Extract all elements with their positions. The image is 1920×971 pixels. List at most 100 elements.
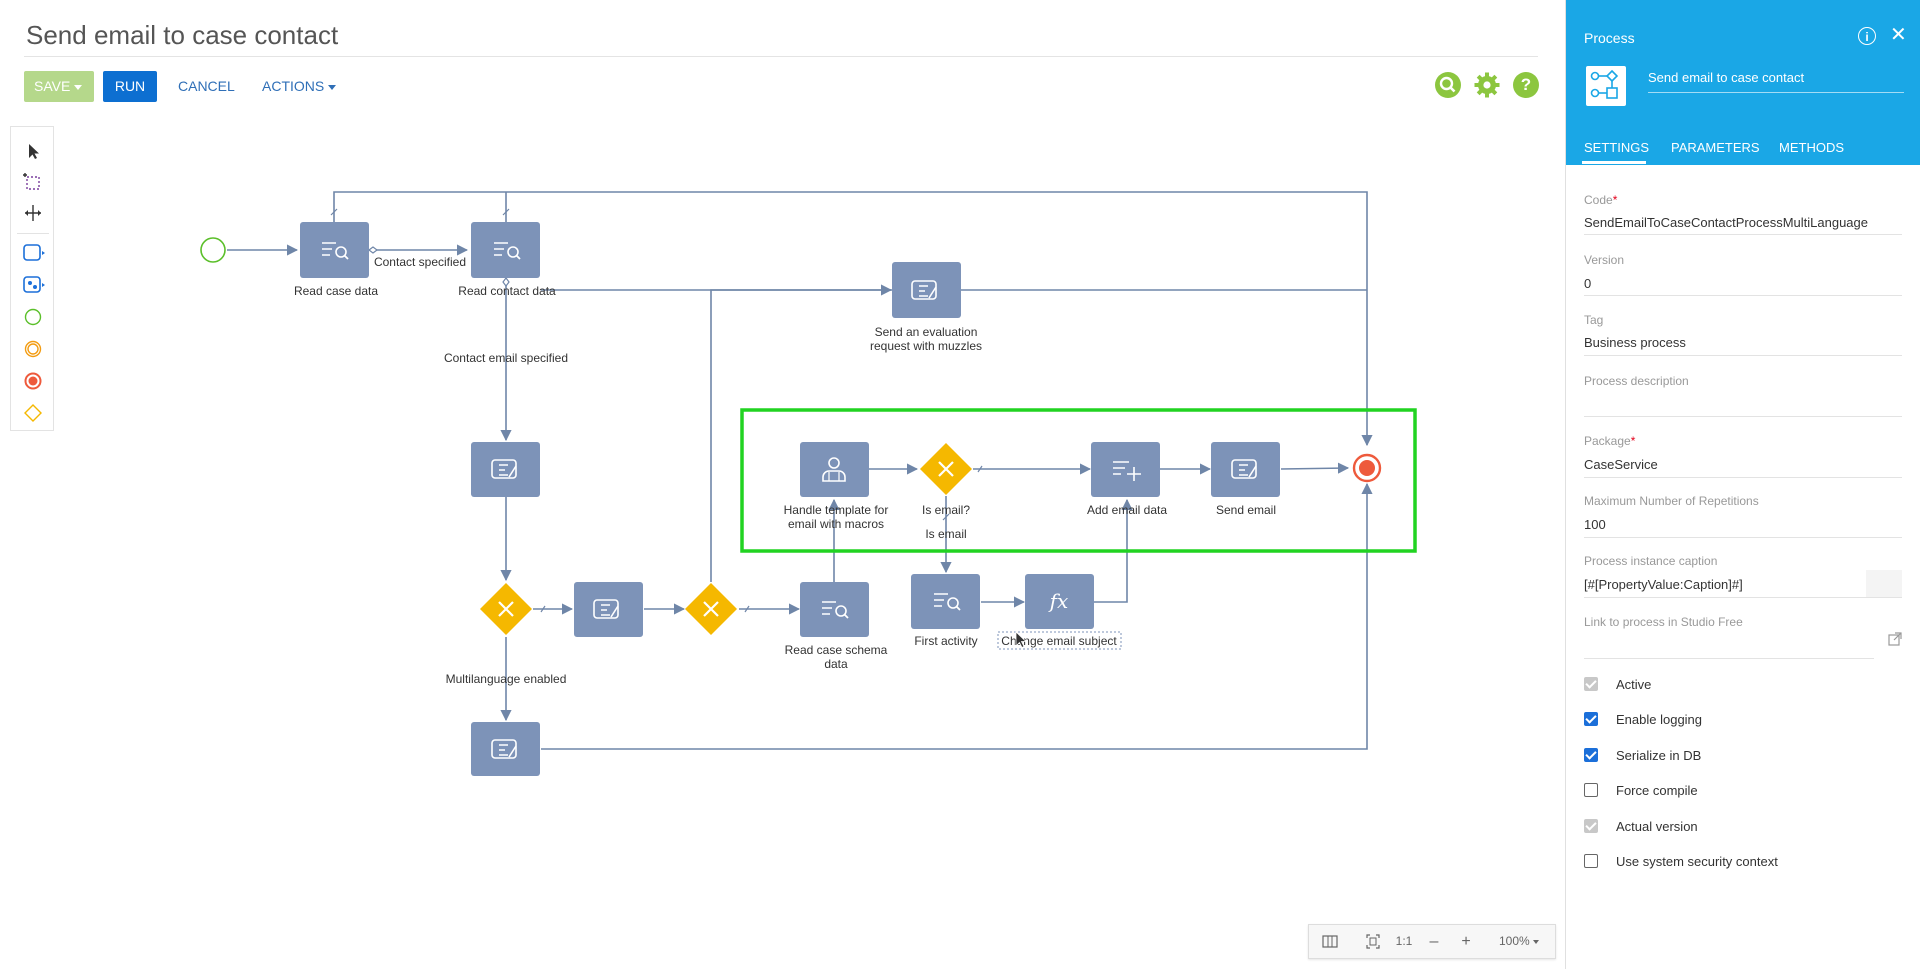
force-compile-label: Force compile	[1616, 783, 1698, 798]
system-security-context-checkbox[interactable]	[1584, 854, 1598, 868]
zoom-level-value: 100%	[1498, 934, 1530, 948]
active-checkbox[interactable]	[1584, 677, 1598, 691]
palette-divider	[17, 233, 49, 234]
process-description-field[interactable]	[1584, 416, 1902, 417]
studio-link-label: Link to process in Studio Free	[1584, 615, 1743, 629]
mouse-cursor-icon	[1015, 631, 1028, 649]
task-tool-icon[interactable]	[21, 241, 45, 265]
panel-title: Process	[1584, 30, 1635, 46]
first-activity-label: First activity	[914, 634, 977, 648]
info-icon[interactable]: i	[1858, 27, 1876, 45]
process-description-label: Process description	[1584, 374, 1689, 388]
version-field[interactable]: 0	[1584, 276, 1592, 291]
flow-gateway-to-evaluation[interactable]	[710, 284, 893, 582]
run-button[interactable]: RUN	[103, 71, 157, 102]
close-icon[interactable]: ✕	[1890, 24, 1907, 46]
chevron-down-icon	[1533, 939, 1540, 944]
tab-methods[interactable]: METHODS	[1779, 140, 1844, 155]
package-field-underline	[1584, 477, 1902, 478]
lasso-tool-icon[interactable]	[21, 171, 45, 195]
search-icon[interactable]	[1435, 72, 1461, 98]
exclusive-gateway-2[interactable]	[685, 583, 737, 635]
flow-bottom-to-end[interactable]	[541, 482, 1373, 750]
is-email-gateway[interactable]	[920, 443, 972, 495]
gear-icon[interactable]	[1474, 72, 1500, 98]
end-event-tool-icon[interactable]	[21, 369, 45, 393]
code-field[interactable]: SendEmailToCaseContactProcessMultiLangua…	[1584, 215, 1868, 230]
system-security-context-label: Use system security context	[1616, 854, 1778, 869]
intermediate-event-tool-icon[interactable]	[21, 337, 45, 361]
default-flow-marks	[368, 246, 510, 287]
process-name[interactable]: Send email to case contact	[1648, 70, 1805, 85]
zoom-in-button[interactable]: +	[1461, 933, 1471, 950]
serialize-in-db-checkbox[interactable]	[1584, 748, 1598, 762]
read-contact-data-task[interactable]	[471, 222, 540, 278]
user-task-tool-icon[interactable]	[21, 273, 45, 297]
tab-settings[interactable]: SETTINGS	[1584, 140, 1650, 155]
actual-version-checkbox[interactable]	[1584, 819, 1598, 833]
end-event[interactable]	[1352, 453, 1382, 483]
actions-button[interactable]: ACTIONS	[252, 71, 346, 102]
instance-caption-field[interactable]: [#[PropertyValue:Caption]#]	[1584, 577, 1743, 592]
multilanguage-gateway[interactable]	[480, 583, 532, 635]
flow-read-case-to-end[interactable]	[333, 191, 1373, 447]
instance-caption-underline	[1584, 597, 1902, 598]
read-case-schema-label-line1: Read case schema	[785, 643, 888, 657]
title-divider	[24, 56, 1538, 57]
first-activity-task[interactable]	[911, 574, 980, 629]
actual-version-label: Actual version	[1616, 819, 1698, 834]
process-name-underline	[1648, 92, 1904, 93]
open-link-icon[interactable]	[1888, 632, 1902, 646]
change-email-subject-label: Change email subject	[1001, 634, 1117, 648]
sequence-flows	[227, 191, 1373, 750]
read-case-schema-task[interactable]	[800, 582, 869, 637]
flow-send-to-end[interactable]	[1280, 462, 1350, 474]
change-email-subject-task[interactable]: fx	[1025, 574, 1094, 629]
minimap-toggle-icon[interactable]	[1315, 925, 1345, 958]
start-event-tool-icon[interactable]	[21, 305, 45, 329]
is-email-label: Is email?	[922, 503, 970, 517]
zoom-out-button[interactable]: –	[1429, 933, 1439, 950]
force-compile-checkbox[interactable]	[1584, 783, 1598, 797]
send-evaluation-label-line1: Send an evaluation	[875, 325, 978, 339]
max-repetitions-field[interactable]: 100	[1584, 517, 1606, 532]
fit-to-screen-icon[interactable]	[1361, 925, 1385, 958]
process-diagram-canvas: fx Read case data Read contact data Send…	[200, 191, 1417, 776]
code-field-underline	[1584, 234, 1902, 235]
send-evaluation-task[interactable]	[892, 262, 961, 318]
space-tool-icon[interactable]	[21, 201, 45, 225]
tab-parameters[interactable]: PARAMETERS	[1671, 140, 1760, 155]
send-evaluation-label-line2: request with muzzles	[870, 339, 982, 353]
script-task-3[interactable]	[471, 722, 540, 776]
actual-size-button[interactable]: 1:1	[1395, 934, 1413, 948]
flow-label-contact-email-specified: Contact email specified	[444, 351, 568, 365]
package-field[interactable]: CaseService	[1584, 457, 1658, 472]
zoom-level-dropdown[interactable]: 100%	[1489, 925, 1549, 958]
read-case-data-task[interactable]	[300, 222, 369, 278]
chevron-down-icon	[74, 84, 83, 90]
help-icon[interactable]: ?	[1513, 72, 1539, 98]
enable-logging-checkbox[interactable]	[1584, 712, 1598, 726]
flow-label-multilanguage-enabled: Multilanguage enabled	[446, 672, 567, 686]
script-task-2[interactable]	[574, 582, 643, 637]
gateway-tool-icon[interactable]	[21, 401, 45, 425]
pointer-tool-icon[interactable]	[21, 139, 45, 163]
handle-template-task[interactable]	[800, 442, 869, 497]
flow-formula-to-add-data[interactable]	[1094, 498, 1133, 603]
tag-label: Tag	[1584, 313, 1604, 327]
highlight-selection-box	[740, 408, 1417, 553]
cancel-button[interactable]: CANCEL	[178, 78, 235, 94]
flow-label-contact-specified: Contact specified	[374, 255, 466, 269]
save-button[interactable]: SAVE	[24, 71, 94, 102]
send-email-task[interactable]	[1211, 442, 1280, 497]
studio-link-field[interactable]	[1584, 658, 1874, 659]
caption-edit-button[interactable]	[1866, 570, 1902, 598]
script-task-1[interactable]	[471, 442, 540, 497]
process-icon	[1586, 66, 1626, 106]
actions-label: ACTIONS	[262, 78, 325, 94]
version-label: Version	[1584, 253, 1625, 267]
tag-field[interactable]: Business process	[1584, 335, 1686, 350]
start-event[interactable]	[200, 237, 226, 263]
add-email-data-task[interactable]	[1091, 442, 1160, 497]
max-repetitions-label: Maximum Number of Repetitions	[1584, 494, 1759, 508]
